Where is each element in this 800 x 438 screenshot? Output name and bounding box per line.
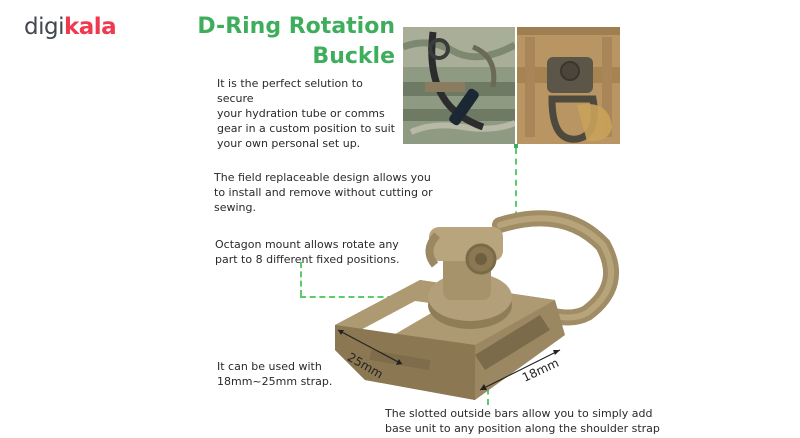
feature-5-line-1: The slotted outside bars allow you to si… xyxy=(385,407,653,420)
feature-1-line-2: your hydration tube or comms xyxy=(217,107,385,120)
page-title: D-Ring Rotation Buckle xyxy=(190,12,395,72)
feature-3-line-1: Octagon mount allows rotate any xyxy=(215,238,399,251)
feature-3-line-2: part to 8 different fixed positions. xyxy=(215,253,400,266)
photo-hydration-tube xyxy=(403,27,515,144)
feature-1-line-4: your own personal set up. xyxy=(217,137,361,150)
feature-2-line-2: to install and remove without cutting or… xyxy=(214,186,433,214)
title-line-1: D-Ring Rotation xyxy=(197,14,395,39)
leader-line-photo xyxy=(515,148,517,228)
feature-1-line-3: gear in a custom position to suit xyxy=(217,122,395,135)
feature-4-line-2: 18mm~25mm strap. xyxy=(217,375,333,388)
feature-strap-width: It can be used with 18mm~25mm strap. xyxy=(217,359,357,389)
feature-2-line-1: The field replaceable design allows you xyxy=(214,171,431,184)
feature-slotted-bars: The slotted outside bars allow you to si… xyxy=(385,406,675,436)
photo-hydration-tube-image xyxy=(403,27,515,144)
buckle-illustration xyxy=(325,205,625,405)
feature-5-line-2: base unit to any position along the shou… xyxy=(385,422,660,435)
logo-part-kala: kala xyxy=(63,14,117,40)
title-line-2: Buckle xyxy=(312,44,395,69)
feature-4-line-1: It can be used with xyxy=(217,360,322,373)
leader-line-octagon-horizontal xyxy=(300,296,432,298)
buckle-drawing xyxy=(335,210,619,400)
logo-part-digi: digi xyxy=(24,14,64,40)
feature-secure-hydration: It is the perfect selution to secure you… xyxy=(217,76,397,151)
leader-line-octagon-vertical xyxy=(300,262,302,296)
photo-dring-on-pack xyxy=(517,27,620,144)
feature-octagon-mount: Octagon mount allows rotate any part to … xyxy=(215,237,400,267)
leader-dot-photo xyxy=(514,144,518,148)
feature-1-line-1: It is the perfect selution to secure xyxy=(217,77,363,105)
photo-dring-on-pack-image xyxy=(517,27,620,144)
dimension-arrows xyxy=(337,329,561,391)
feature-field-replaceable: The field replaceable design allows you … xyxy=(214,170,474,215)
